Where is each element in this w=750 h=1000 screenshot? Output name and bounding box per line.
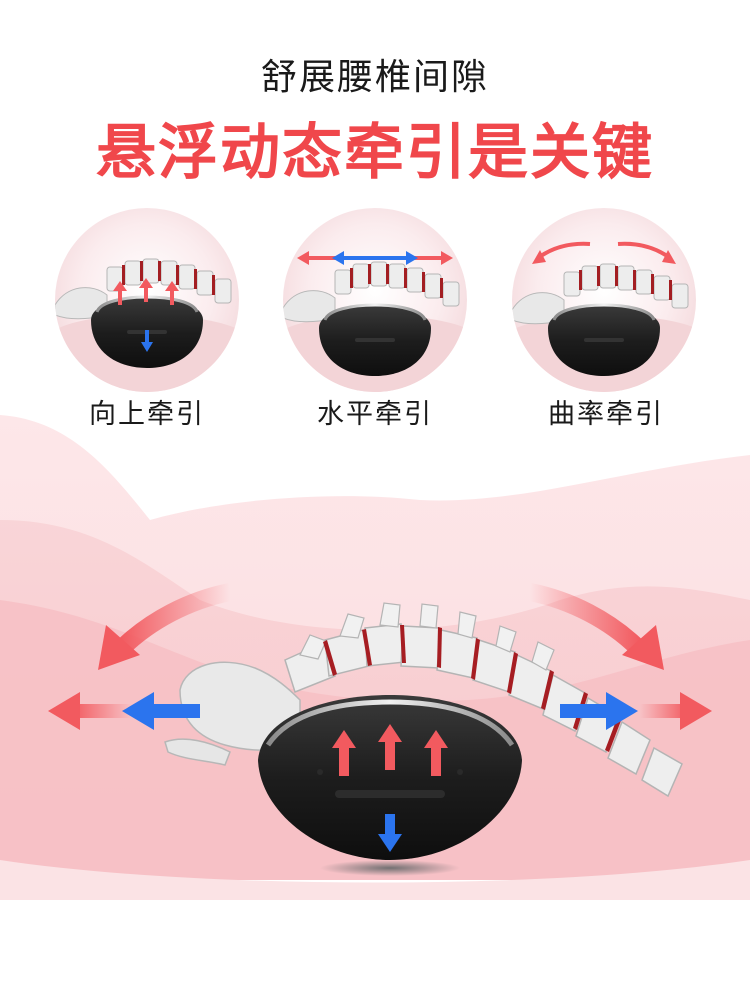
spine-horizontal-traction-icon <box>283 208 467 392</box>
mode-label-upward: 向上牵引 <box>89 399 205 430</box>
spine-upward-traction-icon <box>55 208 239 392</box>
large-spine-illustration <box>0 415 750 1000</box>
mode-label-curvature: 曲率牵引 <box>548 399 664 430</box>
headline: 悬浮动态牵引是关键 <box>96 118 654 188</box>
spine-curvature-traction-icon <box>512 208 696 392</box>
mode-label-horizontal: 水平牵引 <box>317 399 433 430</box>
subtitle: 舒展腰椎间隙 <box>260 57 489 98</box>
